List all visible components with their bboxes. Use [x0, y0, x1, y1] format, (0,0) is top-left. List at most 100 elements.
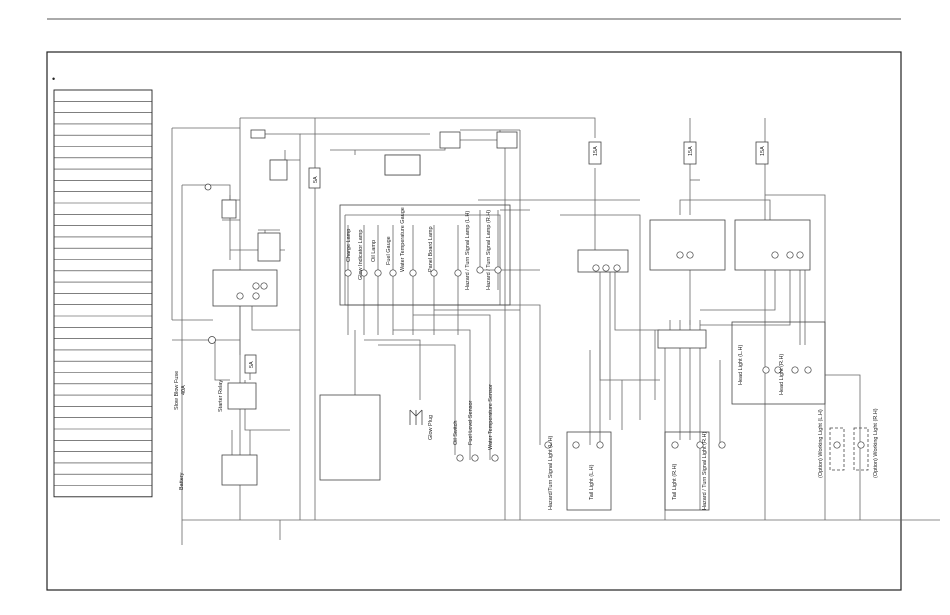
- lamp-icon: [236, 292, 244, 300]
- fuse-5a-left-label: 5A: [249, 361, 255, 368]
- tail-rh-box: [664, 431, 710, 511]
- lamp-icon: [344, 269, 352, 277]
- fuse-15a-b-label: 15A: [688, 146, 694, 156]
- fuse-15a-a-box: [588, 141, 602, 165]
- components: [204, 129, 869, 511]
- lamp-icon: [762, 366, 770, 374]
- lamp-icon: [544, 441, 552, 449]
- relay-left-2: [257, 232, 281, 262]
- lamp-icon: [786, 251, 794, 259]
- lamp-icon: [409, 269, 417, 277]
- fuse-5a-mid-box: [308, 167, 321, 189]
- work-rh-box: [853, 427, 869, 471]
- label-glow-indicator: Glow Indicator Lamp: [358, 230, 364, 280]
- lamp-icon: [494, 266, 502, 274]
- label-fuel-gauge: Fuel Gauge: [386, 236, 392, 265]
- label-oil-switch: Oil Switch: [453, 421, 459, 445]
- label-hazard-turn-rh: Hazard / Turn Signal Lamp (R.H): [486, 210, 492, 290]
- label-fuel-level-sensor: Fuel Level Sensor: [468, 401, 474, 445]
- fuse-5a-mid-label: 5A: [313, 176, 319, 183]
- head-light-box: [731, 321, 826, 405]
- label-water-temp-gauge: Water Temperature Gauge: [400, 207, 406, 272]
- label-working-light-rh: (Option) Working Light (R.H): [873, 408, 879, 478]
- lamp-icon: [456, 454, 464, 462]
- lamp-icon: [613, 264, 621, 272]
- switch-b: [496, 131, 518, 149]
- lamp-icon: [857, 441, 865, 449]
- relay-top: [269, 159, 288, 181]
- label-glow-plug: Glow Plug: [428, 415, 434, 440]
- starter-relay-box: [227, 382, 257, 410]
- lamp-icon: [771, 251, 779, 259]
- label-slow-blow-fuse: Slow Blow Fuse: [174, 371, 180, 410]
- tail-lh-box: [566, 431, 612, 511]
- lamp-icon: [602, 264, 610, 272]
- fuse-15a-c-box: [755, 141, 769, 165]
- label-battery: Battery: [179, 472, 185, 490]
- glow-plug-symbol: [409, 409, 423, 425]
- flasher-unit: [657, 329, 707, 349]
- label-water-temp-sensor: Water Temperature Sensor: [488, 384, 494, 450]
- lamp-icon: [430, 269, 438, 277]
- combination-switch-l: [649, 219, 726, 271]
- legend-table: [53, 89, 153, 498]
- indicator-box: [384, 154, 421, 176]
- label-head-light-lh: Head Light (L.H): [738, 344, 744, 385]
- slow-blow-fuse-rating: 40A: [181, 385, 187, 395]
- key-switch: [212, 269, 278, 307]
- label-hazard-light-lh: Hazard/Turn Signal Light (L.H): [548, 435, 554, 510]
- lamp-icon: [791, 366, 799, 374]
- lamp-icon: [592, 264, 600, 272]
- gauge-cluster: [339, 204, 511, 306]
- relay-left: [221, 199, 237, 219]
- lamp-icon: [774, 366, 782, 374]
- fuse-15a-a-label: 15A: [593, 146, 599, 156]
- lamp-icon: [491, 454, 499, 462]
- combination-switch-r: [734, 219, 811, 271]
- label-tail-light-lh: Tail Light (L.H): [589, 464, 595, 500]
- glow-fuse-symbol: [204, 183, 212, 191]
- lamp-icon: [360, 269, 368, 277]
- fuse-15a-b-box: [683, 141, 697, 165]
- lamp-icon: [686, 251, 694, 259]
- diagram-frame: [46, 51, 902, 591]
- lamp-icon: [718, 441, 726, 449]
- fuse-top-left: [250, 129, 266, 139]
- lamp-icon: [833, 441, 841, 449]
- fuse-5a-left-box: [244, 354, 257, 374]
- lamp-icon: [804, 366, 812, 374]
- fuse-15a-c-label: 15A: [760, 146, 766, 156]
- wire-lines: [171, 117, 940, 545]
- lamp-icon: [476, 266, 484, 274]
- lamp-symbols: [236, 251, 865, 462]
- lamp-icon: [572, 441, 580, 449]
- label-starter-relay: Starter Relay: [218, 380, 224, 412]
- lamp-icon: [671, 441, 679, 449]
- lamp-icon: [454, 269, 462, 277]
- label-hazard-turn-lh: Hazard / Turn Signal Lamp (L.H): [465, 211, 471, 290]
- label-panel-board-lamp: Panel Board Lamp: [428, 226, 434, 272]
- fuse-labels: 15A 15A 15A 5A 5A 40A: [181, 146, 766, 395]
- switch-a: [439, 131, 461, 149]
- lamp-icon: [260, 282, 268, 290]
- label-oil-lamp: Oil Lamp: [371, 240, 377, 262]
- label-hazard-light-rh: Hazard / Turn Signal Light (R.H): [702, 432, 708, 510]
- lamp-icon: [252, 282, 260, 290]
- label-tail-light-rh: Tail Light (R.H): [672, 463, 678, 500]
- lamp-icon: [374, 269, 382, 277]
- legend-bullet: •: [52, 74, 55, 84]
- work-lh-box: [829, 427, 845, 471]
- slow-blow-fuse-symbol: [208, 336, 216, 344]
- starter-motor: [221, 454, 258, 486]
- lamp-icon: [471, 454, 479, 462]
- component-labels: Slow Blow Fuse Starter Relay Battery Cha…: [174, 207, 879, 510]
- lamp-icon: [596, 441, 604, 449]
- label-working-light-lh: (Option) Working Light (L.H): [818, 409, 824, 478]
- label-charge-lamp: Charge Lamp: [346, 229, 352, 262]
- lamp-icon: [252, 292, 260, 300]
- lamp-icon: [696, 441, 704, 449]
- lamp-icon: [389, 269, 397, 277]
- glow-controller: [319, 394, 381, 481]
- lamp-icon: [676, 251, 684, 259]
